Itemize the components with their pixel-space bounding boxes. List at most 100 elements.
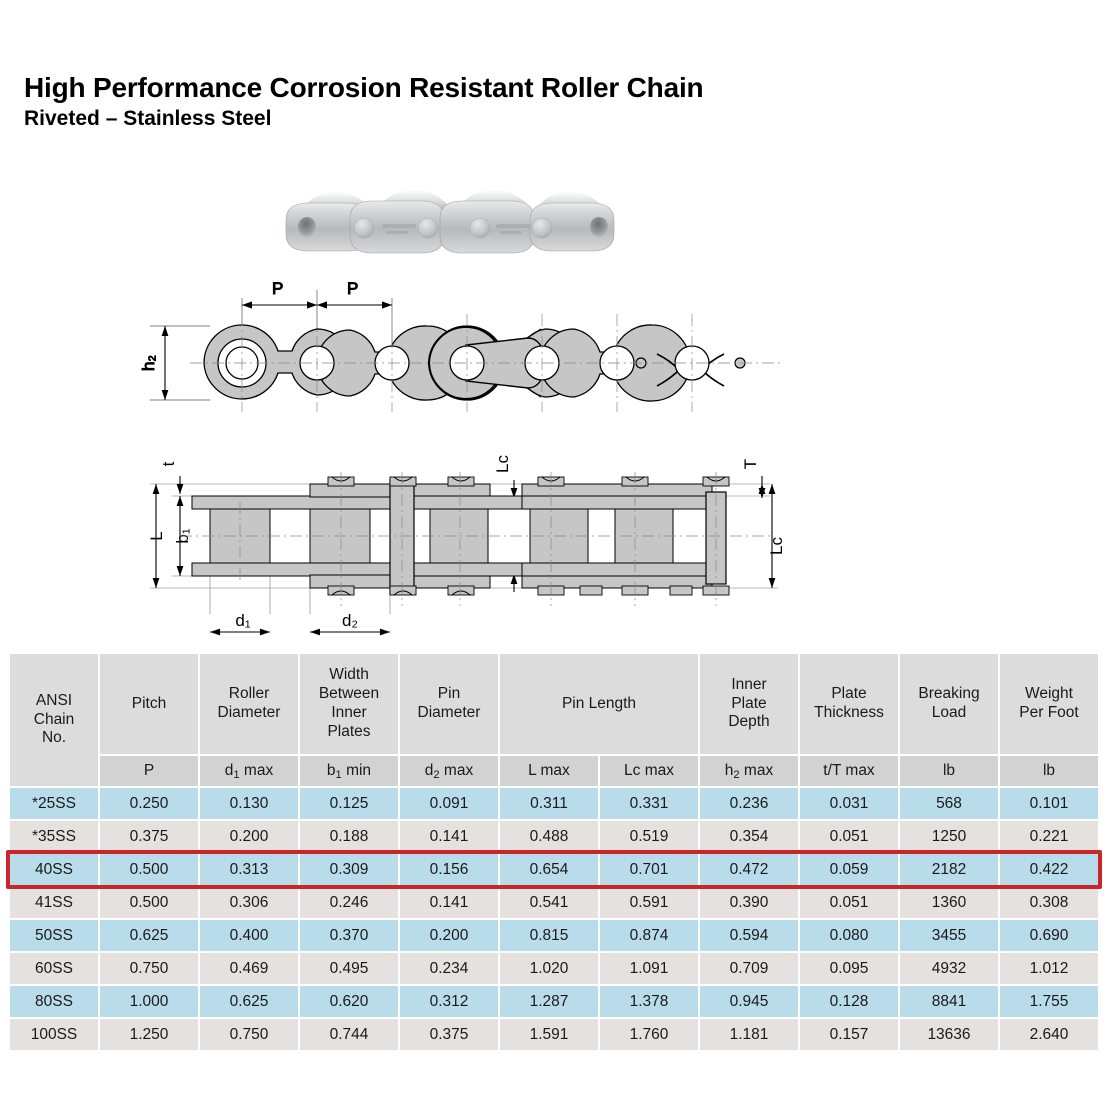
cell-pin-length-L: 0.815 (500, 920, 598, 951)
cell-plate-thickness: 0.080 (800, 920, 898, 951)
cell-pitch: 0.500 (100, 887, 198, 918)
chain-photo-plates (285, 200, 615, 254)
header-roller-diameter: Roller Diameter (200, 654, 298, 754)
table-header: ANSI Chain No. Pitch Roller Diameter Wid… (10, 654, 1098, 786)
chain-photo-branding (382, 224, 530, 234)
cell-weight-per-foot: 2.640 (1000, 1019, 1098, 1050)
side-view-svg: P P h₂ (139, 279, 780, 412)
cell-breaking-load: 4932 (900, 953, 998, 984)
cell-width-inner-plates: 0.125 (300, 788, 398, 819)
cell-inner-plate-depth: 0.390 (700, 887, 798, 918)
cell-roller-diameter: 0.750 (200, 1019, 298, 1050)
cell-plate-thickness: 0.051 (800, 821, 898, 852)
cell-width-inner-plates: 0.246 (300, 887, 398, 918)
cell-pin-diameter: 0.375 (400, 1019, 498, 1050)
symbol-plate-thickness: t/T max (800, 756, 898, 786)
cell-plate-thickness: 0.059 (800, 854, 898, 885)
header-weight-per-foot: Weight Per Foot (1000, 654, 1098, 754)
label-d2: d₂ (342, 611, 358, 630)
cell-pin-diameter: 0.312 (400, 986, 498, 1017)
cell-pin-diameter: 0.156 (400, 854, 498, 885)
cell-pin-length-L: 1.287 (500, 986, 598, 1017)
d1-dimension-arrow (210, 628, 270, 636)
cell-pin-length-Lc: 1.378 (600, 986, 698, 1017)
cell-roller-diameter: 0.313 (200, 854, 298, 885)
cell-breaking-load: 3455 (900, 920, 998, 951)
cell-roller-diameter: 0.625 (200, 986, 298, 1017)
h2-extension-lines (150, 325, 210, 401)
cell-width-inner-plates: 0.495 (300, 953, 398, 984)
label-Lc-right: Lc (767, 537, 786, 555)
Lc-right-dimension-arrow (768, 484, 776, 588)
cell-pin-diameter: 0.091 (400, 788, 498, 819)
symbol-roller-diameter: d1 max (200, 756, 298, 786)
label-pitch-1: P (272, 279, 283, 298)
cell-pin-length-L: 0.488 (500, 821, 598, 852)
cell-inner-plate-depth: 0.945 (700, 986, 798, 1017)
cell-chain-no: 40SS (10, 854, 98, 885)
cell-pitch: 0.375 (100, 821, 198, 852)
Lc-top-dimension-arrow (510, 480, 518, 592)
label-d1: d₁ (235, 611, 250, 630)
cell-plate-thickness: 0.128 (800, 986, 898, 1017)
specification-table-container: ANSI Chain No. Pitch Roller Diameter Wid… (8, 652, 1098, 1052)
cell-roller-diameter: 0.306 (200, 887, 298, 918)
symbol-inner-plate-depth: h2 max (700, 756, 798, 786)
t-dimension-arrow (176, 476, 184, 494)
header-breaking-load: Breaking Load (900, 654, 998, 754)
table-group-header-row: ANSI Chain No. Pitch Roller Diameter Wid… (10, 654, 1098, 786)
cell-pitch: 0.750 (100, 953, 198, 984)
cell-pin-length-L: 0.541 (500, 887, 598, 918)
cell-breaking-load: 1360 (900, 887, 998, 918)
cell-pin-diameter: 0.141 (400, 887, 498, 918)
chain-photo-svg (285, 190, 615, 254)
page-subtitle: Riveted – Stainless Steel (24, 107, 272, 131)
cell-pin-length-Lc: 0.331 (600, 788, 698, 819)
symbol-breaking-load: lb (900, 756, 998, 786)
cell-roller-diameter: 0.469 (200, 953, 298, 984)
header-pin-length: Pin Length (500, 654, 698, 754)
cell-weight-per-foot: 0.690 (1000, 920, 1098, 951)
cell-chain-no: *35SS (10, 821, 98, 852)
chain-photo-pin-holes (298, 217, 608, 237)
symbol-weight-per-foot: lb (1000, 756, 1098, 786)
cell-roller-diameter: 0.130 (200, 788, 298, 819)
d2-dimension-arrow (310, 628, 390, 636)
cell-weight-per-foot: 0.101 (1000, 788, 1098, 819)
cell-pitch: 1.250 (100, 1019, 198, 1050)
cell-pin-diameter: 0.234 (400, 953, 498, 984)
cell-pin-length-Lc: 1.760 (600, 1019, 698, 1050)
cell-inner-plate-depth: 0.594 (700, 920, 798, 951)
label-pitch-2: P (347, 279, 358, 298)
cell-chain-no: 50SS (10, 920, 98, 951)
cell-roller-diameter: 0.200 (200, 821, 298, 852)
cell-pin-length-L: 1.020 (500, 953, 598, 984)
side-view-center-lines (190, 314, 780, 412)
label-h2: h₂ (139, 355, 158, 371)
symbol-width-between-inner-plates: b1 min (300, 756, 398, 786)
cell-pin-length-L: 0.311 (500, 788, 598, 819)
cell-pitch: 0.500 (100, 854, 198, 885)
cell-inner-plate-depth: 1.181 (700, 1019, 798, 1050)
cell-width-inner-plates: 0.309 (300, 854, 398, 885)
symbol-pin-length-L: L max (500, 756, 598, 786)
cell-pitch: 1.000 (100, 986, 198, 1017)
cell-chain-no: 41SS (10, 887, 98, 918)
cell-plate-thickness: 0.095 (800, 953, 898, 984)
cell-pitch: 0.625 (100, 920, 198, 951)
chain-photo-rivets (353, 217, 553, 239)
cell-weight-per-foot: 1.755 (1000, 986, 1098, 1017)
cell-pin-length-Lc: 0.701 (600, 854, 698, 885)
side-elevation-diagram: P P h₂ (120, 268, 800, 438)
cell-weight-per-foot: 0.308 (1000, 887, 1098, 918)
cell-breaking-load: 2182 (900, 854, 998, 885)
